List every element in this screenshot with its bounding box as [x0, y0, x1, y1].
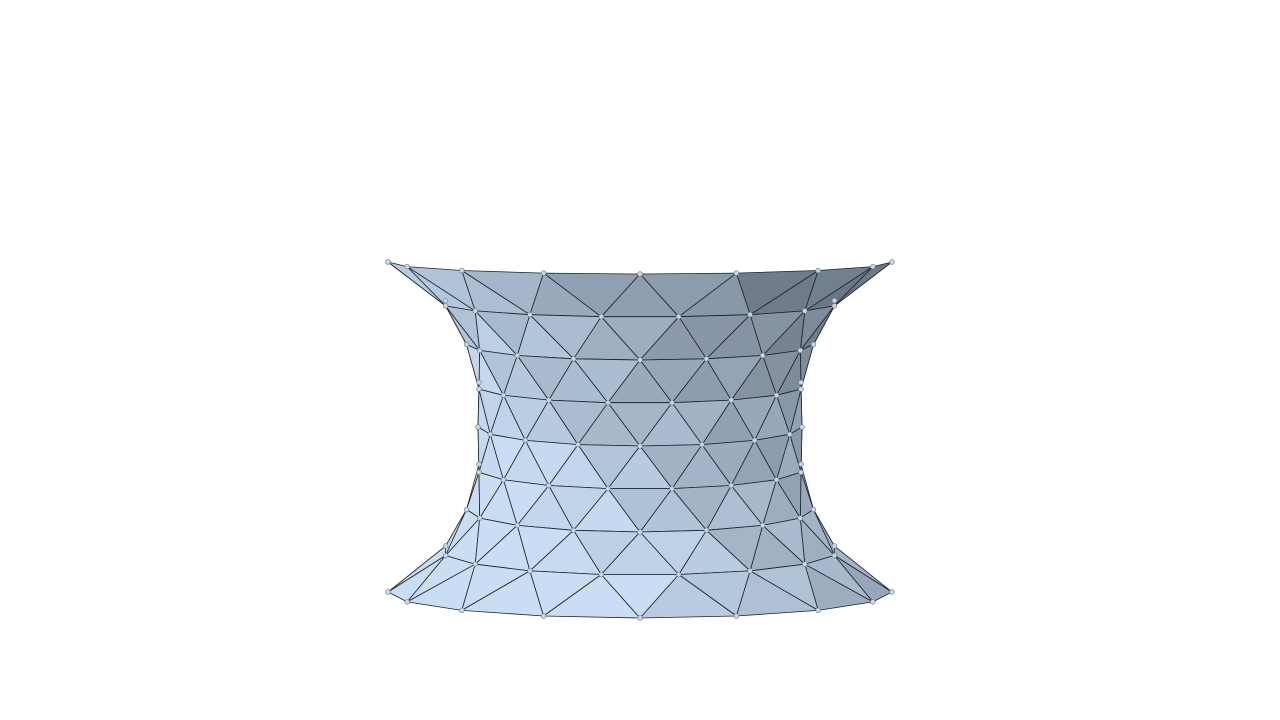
- mesh-face: [607, 402, 673, 447]
- mesh-vertex: [669, 485, 675, 492]
- mesh-vertex: [476, 386, 482, 392]
- mesh-vertex: [747, 312, 753, 318]
- mesh-vertex: [477, 347, 483, 354]
- mesh-vertex: [802, 308, 808, 314]
- mesh-vertex: [500, 392, 507, 398]
- mesh-vertex: [831, 303, 838, 309]
- mesh-vertex: [404, 599, 410, 605]
- mesh-vertex: [637, 271, 643, 277]
- mesh-vertex: [733, 270, 740, 276]
- mesh-vertex: [831, 552, 838, 559]
- mesh-vertex: [476, 379, 482, 386]
- mesh-vertex: [385, 589, 391, 595]
- mesh-vertex: [798, 461, 804, 467]
- mesh-vertex: [798, 379, 804, 386]
- mesh-vertex: [570, 356, 577, 362]
- mesh-vertex: [385, 259, 391, 265]
- mesh-vertex: [786, 431, 793, 437]
- mesh-vertex: [463, 506, 470, 513]
- mesh-vertex: [459, 607, 465, 614]
- mesh-vertex: [459, 267, 465, 274]
- mesh-vertex: [669, 400, 675, 406]
- mesh-vertex: [810, 506, 817, 513]
- mesh-vertex: [797, 515, 803, 521]
- mesh-vertex: [598, 314, 604, 320]
- mesh-vertex: [514, 352, 520, 359]
- mesh-face: [607, 488, 673, 533]
- mesh-face: [600, 574, 680, 619]
- mesh-vertex: [637, 357, 643, 363]
- mesh-vertex: [889, 589, 895, 595]
- mesh-vertices: [385, 259, 895, 621]
- mesh-vertex: [637, 529, 643, 535]
- mesh-vertex: [798, 469, 804, 475]
- mesh-vertex: [870, 599, 876, 605]
- mesh-vertex: [527, 312, 533, 318]
- mesh-vertex: [605, 485, 611, 492]
- mesh-vertex: [733, 613, 740, 619]
- mesh-vertex: [546, 482, 552, 489]
- mesh-vertex: [442, 543, 449, 549]
- mesh-vertex: [799, 424, 805, 430]
- mesh-vertex: [675, 571, 682, 578]
- mesh-vertex: [798, 386, 804, 392]
- mesh-vertex: [797, 347, 803, 354]
- mesh-vertex: [605, 400, 611, 406]
- mesh-vertex: [728, 482, 734, 489]
- mesh-vertex: [889, 259, 895, 265]
- mesh-vertex: [870, 263, 876, 270]
- mesh-vertex: [802, 561, 808, 567]
- mesh-vertex: [773, 477, 780, 483]
- mesh-vertex: [810, 341, 817, 348]
- mesh-vertex: [751, 437, 758, 444]
- mesh-vertex: [514, 522, 520, 529]
- mesh-vertex: [815, 607, 821, 614]
- mesh-vertex: [442, 552, 449, 559]
- mesh-vertex: [546, 397, 552, 403]
- mesh-vertex: [703, 527, 710, 533]
- mesh-vertex: [404, 263, 410, 270]
- mesh-vertex: [487, 431, 493, 437]
- mesh-vertex: [831, 543, 838, 549]
- mesh-vertex: [773, 392, 780, 398]
- mesh-vertex: [675, 314, 682, 320]
- mesh-vertex: [759, 522, 766, 529]
- mesh-vertex: [728, 397, 734, 403]
- mesh-faces: [387, 261, 893, 619]
- mesh-vertex: [831, 297, 838, 304]
- mesh-vertex: [540, 270, 547, 276]
- mesh-vertex: [759, 352, 766, 359]
- mesh-vertex: [475, 424, 481, 430]
- mesh-vertex: [598, 571, 604, 578]
- mesh-vertex: [527, 568, 533, 574]
- mesh-vertex: [472, 561, 478, 567]
- mesh-vertex: [575, 441, 581, 448]
- mesh-vertex: [477, 515, 483, 521]
- mesh-vertex: [540, 613, 547, 619]
- mesh-vertex: [476, 461, 482, 467]
- mesh-vertex: [442, 297, 449, 304]
- mesh-vertex: [463, 341, 470, 348]
- mesh-vertex: [522, 437, 529, 444]
- mesh-vertex: [703, 356, 710, 362]
- mesh-vertex: [747, 568, 753, 574]
- mesh-vertex: [637, 443, 643, 449]
- mesh-face: [600, 316, 680, 361]
- mesh-vertex: [570, 527, 577, 533]
- mesh-vertex: [699, 441, 705, 448]
- mesh-vertex: [472, 308, 478, 314]
- mesh-vertex: [815, 267, 821, 274]
- mesh-vertex: [637, 615, 643, 621]
- mesh-vertex: [442, 303, 449, 309]
- mesh-vertex: [476, 469, 482, 475]
- mesh-vertex: [500, 477, 507, 483]
